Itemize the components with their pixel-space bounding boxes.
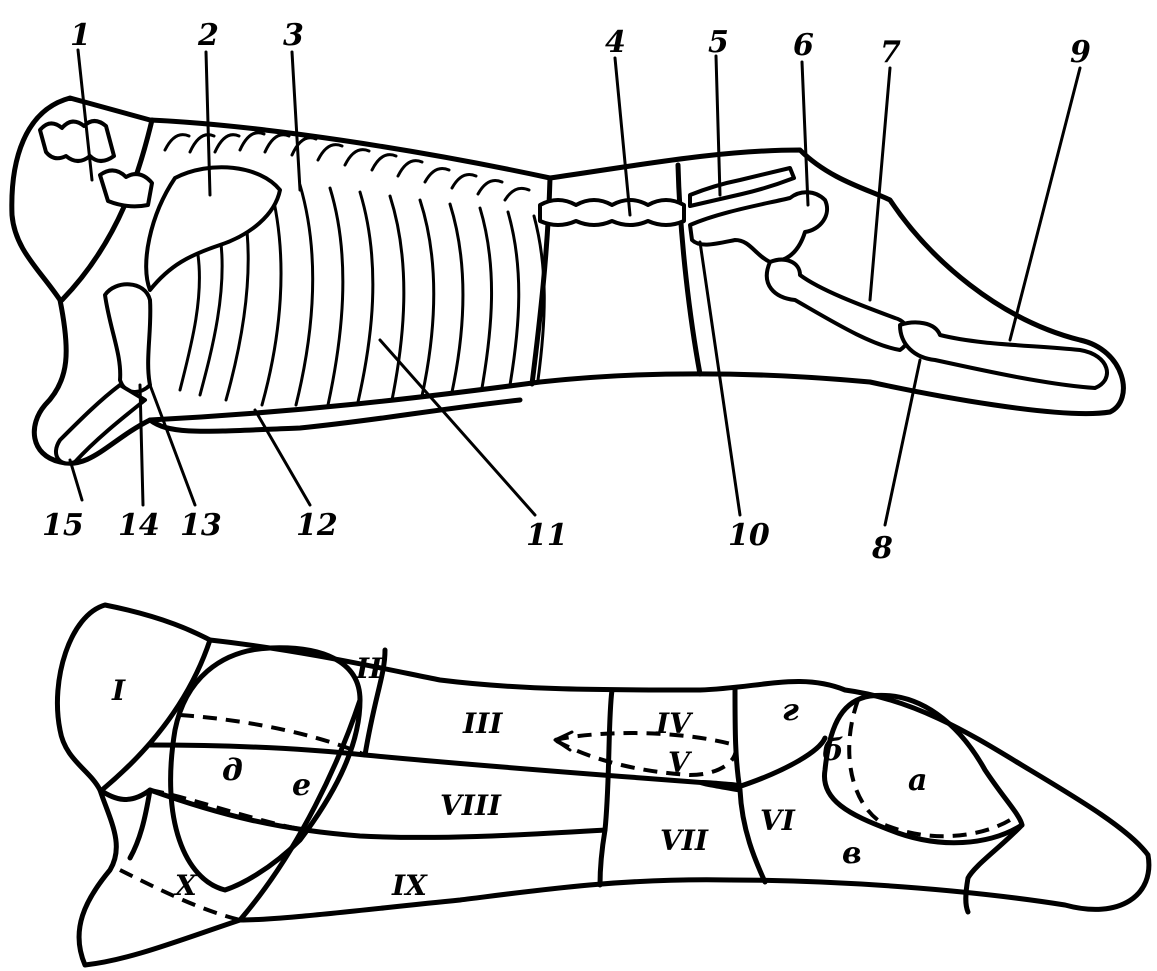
label-13: 13 (180, 508, 222, 543)
cut-label-VI: VI (760, 804, 796, 837)
cuts-figure: I II III IV V VI VII VIII IX X a б в г д… (57, 605, 1148, 965)
cut-label-b: б (822, 733, 844, 768)
cut-line-X (100, 790, 150, 858)
label-11: 11 (526, 518, 568, 553)
label-2: 2 (197, 18, 219, 53)
label-4: 4 (605, 25, 626, 60)
humerus (105, 284, 150, 392)
cut-label-a: a (908, 763, 927, 798)
cut-label-VII: VII (660, 824, 709, 857)
cut-label-e: е (292, 768, 311, 803)
cut-label-I: I (111, 674, 126, 707)
cut-label-IX: IX (391, 869, 428, 902)
label-3: 3 (283, 18, 304, 53)
cut-label-V: V (668, 746, 693, 779)
femur (767, 260, 909, 350)
tenderloin-arrow (555, 732, 572, 750)
label-7: 7 (880, 35, 901, 70)
carcass-outline (12, 98, 1124, 463)
cut-label-VIII: VIII (440, 789, 502, 822)
cut-label-III: III (462, 707, 503, 740)
cut-label-d: д (222, 753, 243, 788)
cut-label-v: в (842, 836, 862, 871)
label-1: 1 (70, 18, 91, 53)
label-10: 10 (728, 518, 770, 553)
label-8: 8 (871, 531, 893, 566)
label-5: 5 (708, 25, 729, 60)
label-9: 9 (1070, 35, 1091, 70)
label-15: 15 (42, 508, 84, 543)
skeleton-figure: 1 2 3 4 5 6 7 9 15 14 13 12 11 10 8 (12, 18, 1124, 566)
label-14: 14 (118, 508, 160, 543)
cut-label-IV: IV (655, 707, 694, 740)
label-6: 6 (793, 28, 814, 63)
cut-line-VIII-IX (150, 790, 605, 837)
tibia (900, 322, 1107, 388)
cut-label-g: г (782, 693, 799, 728)
cut-line-VII-left (600, 690, 612, 885)
cut-label-II: II (355, 652, 383, 685)
cut-label-X: X (173, 869, 198, 902)
rump-curve (735, 738, 825, 788)
scapula (146, 167, 280, 290)
label-12: 12 (296, 508, 338, 543)
dashed-tenderloin (555, 733, 736, 775)
vertebrae (40, 121, 794, 225)
